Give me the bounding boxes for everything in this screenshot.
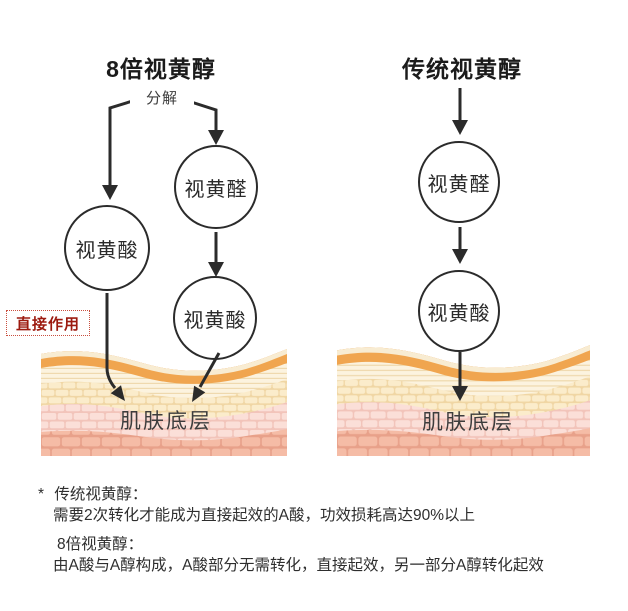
- arrow-retinol-to-retinal-right-icon: [452, 88, 468, 135]
- skin-cross-section-left: [41, 349, 287, 456]
- skin-base-label-left: 肌肤底层: [120, 410, 212, 433]
- node-retinal-right: 视黄醛: [418, 141, 500, 223]
- right-panel-title: 传统视黄醇: [402, 56, 522, 82]
- node-retinal-left: 视黄醛: [174, 145, 258, 229]
- node-retinoic-acid-direct: 视黄酸: [64, 205, 150, 291]
- node-label: 视黄醛: [184, 178, 248, 201]
- decompose-label: 分解: [130, 87, 194, 108]
- footnote-traditional-title: 传统视黄醇：: [54, 486, 148, 503]
- footnote: * 传统视黄醇： 需要2次转化才能成为直接起效的A酸，功效损耗高达90%以上 8…: [38, 484, 610, 576]
- arrow-retinal-to-acid-left-icon: [208, 232, 224, 277]
- direct-action-badge: 直接作用: [6, 310, 90, 336]
- direct-action-label: 直接作用: [15, 315, 80, 333]
- asterisk-marker: *: [38, 486, 45, 503]
- footnote-8x-title: 8倍视黄醇：: [57, 536, 144, 553]
- footnote-8x-body: 由A酸与A醇构成，A酸部分无需转化，直接起效，另一部分A醇转化起效: [53, 557, 544, 574]
- node-label: 视黄酸: [183, 309, 247, 332]
- node-retinoic-acid-converted: 视黄酸: [173, 276, 257, 360]
- node-label: 视黄酸: [427, 302, 491, 325]
- left-panel-title: 8倍视黄醇: [106, 56, 216, 82]
- split-arrow-left-icon: [102, 97, 140, 200]
- node-label: 视黄酸: [75, 239, 139, 262]
- footnote-line-traditional-title: * 传统视黄醇：: [38, 484, 610, 505]
- node-label: 视黄醛: [427, 173, 491, 196]
- skin-base-label-right: 肌肤底层: [422, 411, 514, 434]
- skin-cross-section-right: [337, 345, 590, 456]
- footnote-traditional-body: 需要2次转化才能成为直接起效的A酸，功效损耗高达90%以上: [53, 507, 475, 524]
- node-retinoic-acid-right: 视黄酸: [418, 270, 500, 352]
- arrow-retinal-to-acid-right-icon: [452, 227, 468, 264]
